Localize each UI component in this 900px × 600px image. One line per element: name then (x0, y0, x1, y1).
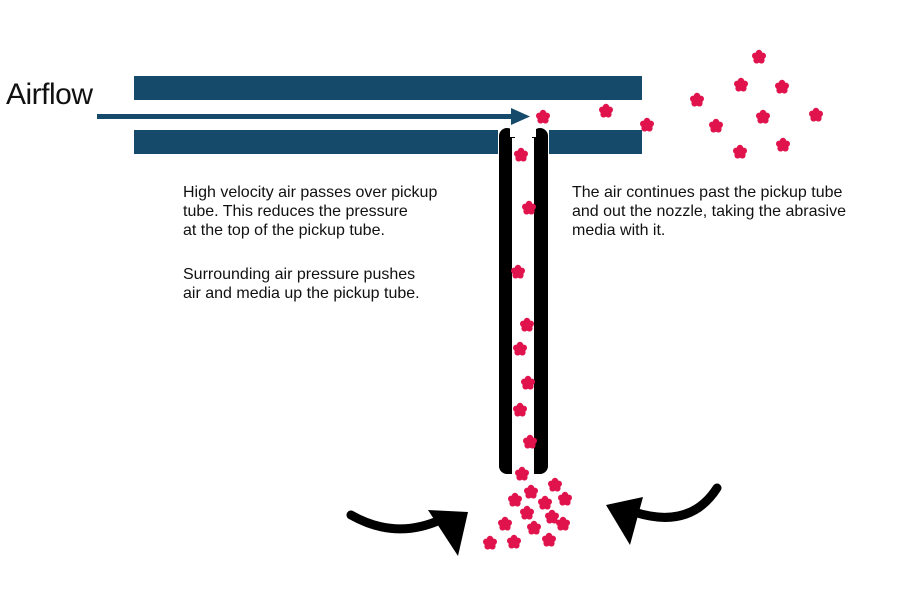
abrasive-particle-icon (756, 109, 770, 124)
abrasive-particle-icon (498, 516, 512, 531)
abrasive-particle-icon (776, 137, 790, 152)
abrasive-particle-icon (809, 107, 823, 122)
caption-line: High velocity air passes over pickup (183, 184, 438, 201)
caption-line: tube. This reduces the pressure (183, 203, 408, 220)
pickup-velocity-caption: High velocity air passes over pickup tub… (183, 183, 437, 240)
caption-line: Surrounding air pressure pushes (183, 266, 416, 283)
abrasive-particle-icon (775, 79, 789, 94)
pickup-tube-channel (512, 138, 534, 474)
abrasive-particle-icon (734, 77, 748, 92)
abrasive-particle-icon (556, 516, 570, 531)
abrasive-particle-icon (709, 118, 723, 133)
abrasive-particle-icon (752, 49, 766, 64)
abrasive-particle-icon (690, 92, 704, 107)
caption-line: air and media up the pickup tube. (183, 285, 420, 302)
abrasive-particle-icon (507, 534, 521, 549)
abrasive-particle-icon (524, 484, 538, 499)
pickup-tube (499, 125, 548, 474)
pipe-bottom-wall-right (549, 130, 642, 154)
abrasive-particle-icon (548, 477, 562, 492)
abrasive-particle-icon (538, 495, 552, 510)
pickup-tube-left-wall (499, 128, 515, 474)
pipe-bottom-wall (134, 130, 498, 154)
abrasive-particle-icon (527, 520, 541, 535)
blast-pipe (134, 76, 642, 154)
pipe-top-wall (134, 76, 642, 100)
caption-line: The air continues past the pickup tube (572, 184, 843, 201)
airflow-label: Airflow (6, 78, 93, 111)
abrasive-particle-icon (542, 532, 556, 547)
surrounding-pressure-caption: Surrounding air pressure pushes air and … (183, 265, 420, 303)
caption-line: and out the nozzle, taking the abrasive (572, 203, 846, 220)
curved-arrow-icon (606, 483, 722, 545)
nozzle-exit-caption: The air continues past the pickup tube a… (572, 183, 846, 240)
airflow-arrow-icon (97, 108, 530, 125)
abrasive-particle-icon (520, 505, 534, 520)
curved-arrow-icon (346, 510, 468, 556)
pickup-tube-mouth (510, 125, 536, 137)
abrasive-particle-icon (733, 144, 747, 159)
caption-line: at the top of the pickup tube. (183, 222, 385, 239)
abrasive-particle-icon (599, 103, 613, 118)
pickup-tube-right-wall (532, 128, 548, 474)
abrasive-particle-icon (508, 492, 522, 507)
abrasive-particle-icon (483, 535, 497, 550)
caption-line: media with it. (572, 222, 666, 239)
abrasive-particle-icon (640, 117, 654, 132)
abrasive-particle-icon (558, 491, 572, 506)
abrasive-particle-icon (536, 109, 550, 124)
